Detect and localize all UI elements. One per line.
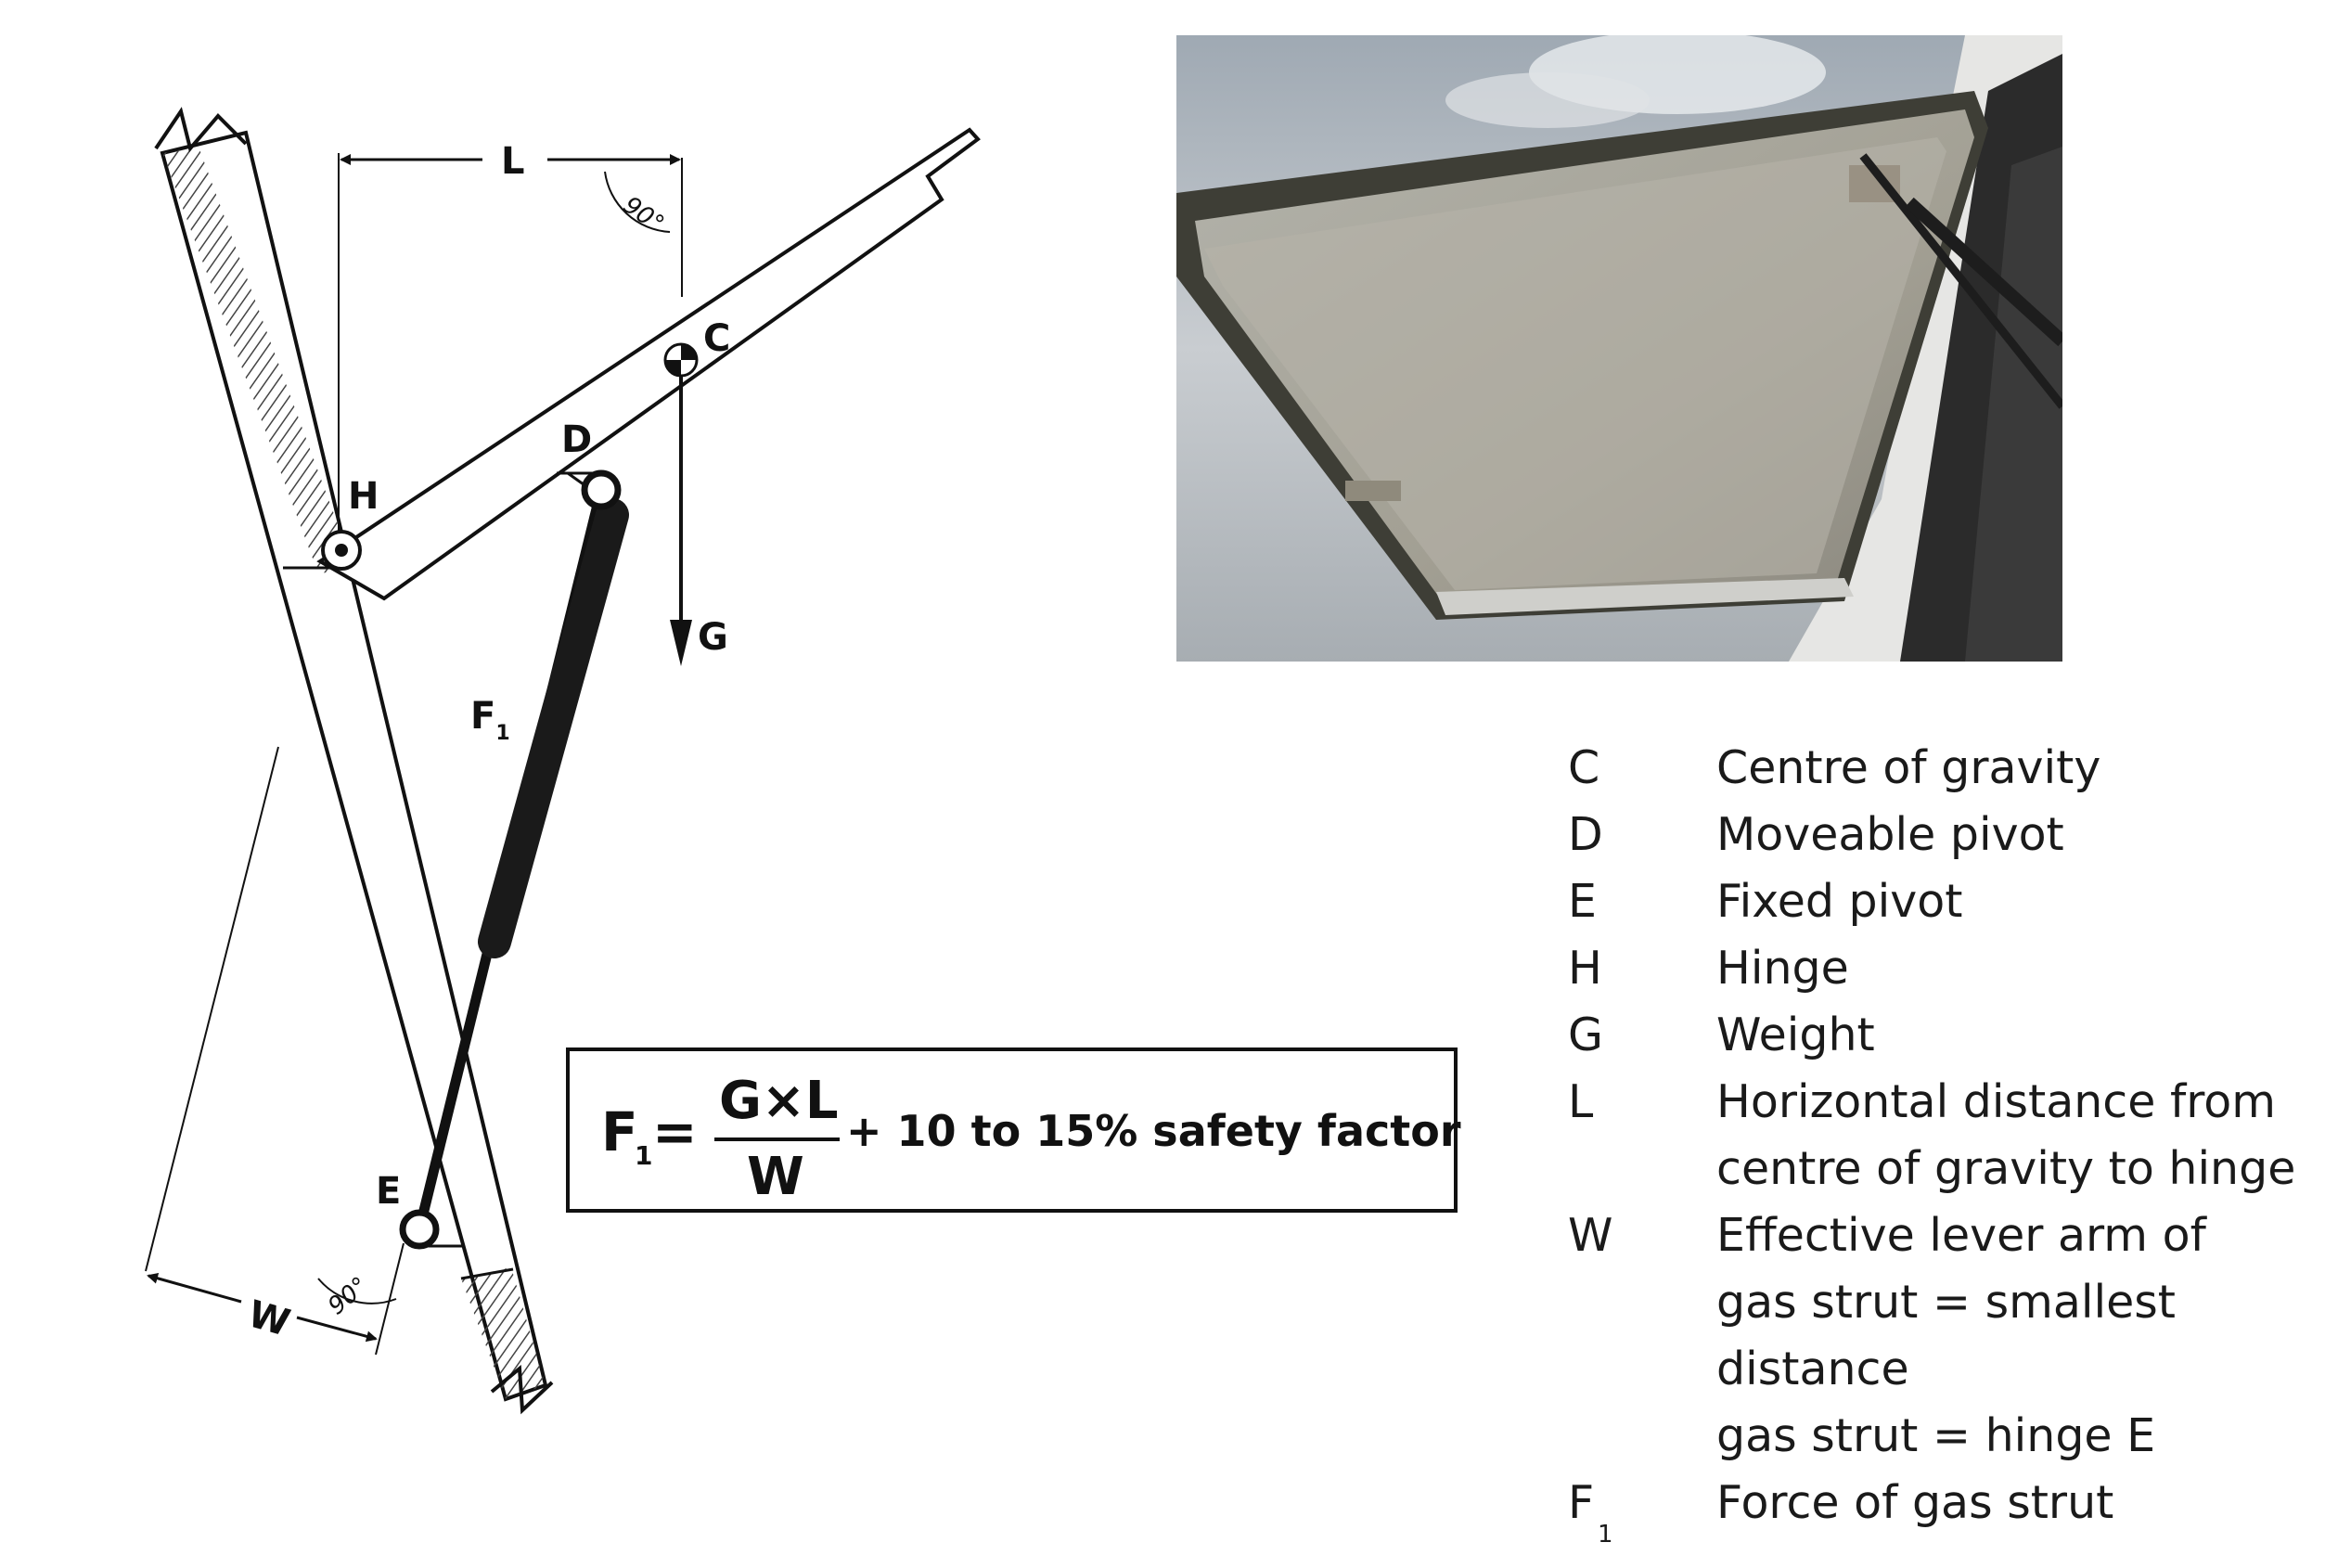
label-l: L [501, 140, 525, 183]
legend-symbol: G [1568, 1009, 1603, 1061]
door-lid [316, 127, 981, 601]
legend-row: L Horizontal distance from centre of gra… [1568, 1069, 2325, 1202]
label-e: E [376, 1170, 401, 1213]
formula-numerator: G×L [719, 1071, 839, 1131]
weight-arrow [670, 376, 692, 666]
label-g: G [698, 616, 728, 659]
formula-lhs: F [601, 1100, 638, 1163]
centre-of-gravity-marker [663, 342, 699, 378]
legend-row: D Moveable pivot [1568, 802, 2325, 868]
formula-lhs-sub: 1 [635, 1140, 652, 1171]
label-w: W [243, 1292, 294, 1344]
formula-suffix: + 10 to 15% safety factor [846, 1106, 1461, 1156]
legend-row: H Hinge [1568, 935, 2325, 1002]
legend-symbol: H [1568, 942, 1602, 995]
legend-description: Fixed pivot [1716, 875, 1963, 928]
fixed-pivot-e [399, 1209, 464, 1250]
label-h: H [348, 475, 379, 518]
legend-row: W Effective lever arm of gas strut = sma… [1568, 1202, 2325, 1470]
legend-symbol: W [1568, 1209, 1613, 1262]
legend-description: Force of gas strut [1716, 1476, 2114, 1529]
legend-description: Effective lever arm of gas strut = small… [1716, 1209, 2206, 1462]
legend-symbol-sub: 1 [1598, 1521, 1613, 1549]
legend-row: G Weight [1568, 1002, 2325, 1069]
moveable-pivot-d [581, 469, 622, 510]
label-d: D [561, 418, 592, 461]
legend-symbol: E [1568, 875, 1597, 928]
legend-row: E Fixed pivot [1568, 868, 2325, 935]
legend-symbol: C [1568, 741, 1600, 794]
legend-description: Centre of gravity [1716, 741, 2101, 794]
legend-symbol: D [1568, 808, 1603, 861]
formula-denominator: W [747, 1147, 804, 1207]
legend-description: Weight [1716, 1009, 1875, 1061]
legend: C Centre of gravity D Moveable pivot E F… [1568, 735, 2325, 1549]
hatch-photo [1176, 35, 2062, 662]
hinge-h [321, 530, 362, 571]
formula-equals: = [652, 1100, 698, 1163]
formula-box: F 1 = G×L W + 10 to 15% safety factor [566, 1047, 1461, 1213]
angle-bottom-label: 90° [323, 1272, 374, 1321]
legend-symbol-main: F [1568, 1476, 1595, 1529]
gas-strut [414, 471, 629, 1231]
label-c: C [703, 317, 730, 360]
legend-description: Hinge [1716, 942, 1849, 995]
legend-description: Horizontal distance from centre of gravi… [1716, 1075, 2296, 1195]
gas-strut-diagram: L 90° C G H D E F1 [145, 107, 1461, 1415]
legend-description: Moveable pivot [1716, 808, 2064, 861]
legend-row: C Centre of gravity [1568, 735, 2325, 802]
wall-frame [154, 107, 554, 1415]
legend-symbol: L [1568, 1075, 1594, 1128]
label-f1: F1 [470, 695, 510, 745]
